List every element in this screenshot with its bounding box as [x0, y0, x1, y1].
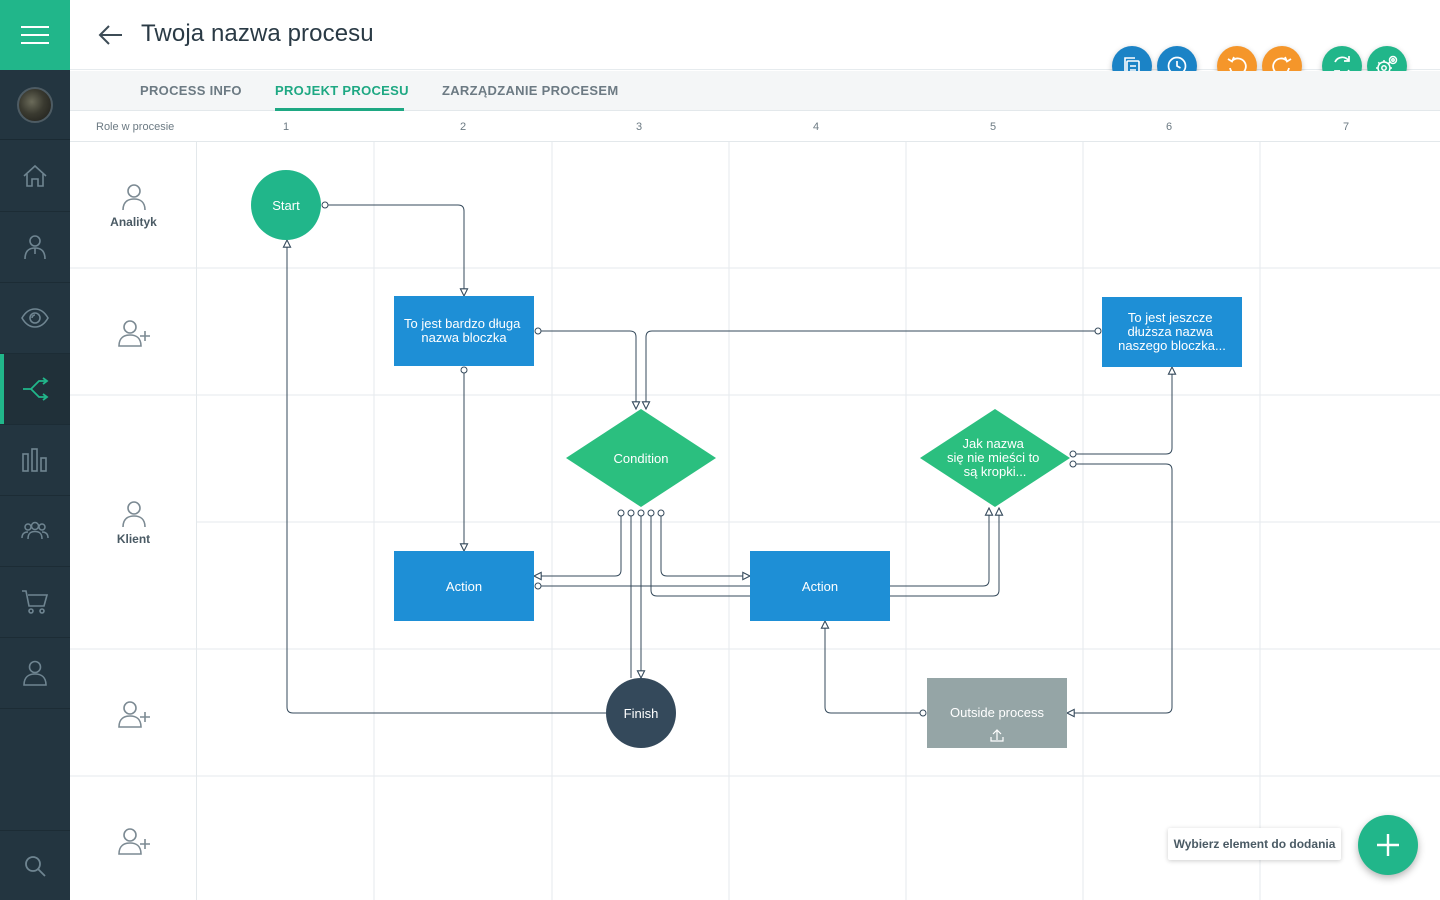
sidebar-item-team[interactable] [0, 496, 70, 567]
node-action-right-label: Action [802, 579, 838, 594]
profile-icon [23, 660, 47, 686]
roles-column-label: Role w procesie [96, 121, 175, 133]
tab-process-info[interactable]: PROCESS INFO [140, 83, 242, 98]
node-action-left-label: Action [446, 579, 482, 594]
role-klient[interactable]: Klient [70, 396, 197, 650]
role-user-icon [121, 183, 146, 210]
node-start-label: Start [272, 198, 300, 213]
add-user-icon [117, 319, 150, 347]
label-line: są kropki... [964, 464, 1027, 479]
tab-zarzadzanie-procesem[interactable]: ZARZĄDZANIE PROCESEM [442, 83, 619, 98]
node-action-right[interactable]: Action [750, 551, 890, 621]
sidebar-item-home[interactable] [0, 141, 70, 212]
eye-icon [21, 308, 49, 328]
label-line: Jak nazwa [962, 436, 1024, 451]
node-condition-2[interactable]: Jak nazwa się nie mieści to są kropki... [920, 409, 1070, 507]
column-header: Role w procesie 1 2 3 4 5 6 7 [70, 112, 1440, 142]
column-number: 2 [459, 121, 467, 133]
upload-icon [990, 729, 1004, 742]
sidebar-item-cart[interactable] [0, 567, 70, 638]
column-number: 3 [635, 121, 643, 133]
process-icon [23, 377, 49, 401]
node-outside-label: Outside process [950, 705, 1044, 720]
roles-column: Analityk Klient [70, 142, 197, 900]
add-user-icon [117, 827, 150, 855]
sidebar-item-profile[interactable] [0, 638, 70, 709]
sidebar-item-process[interactable] [0, 354, 70, 425]
add-element-tooltip: Wybierz element do dodania [1168, 828, 1341, 860]
active-tab-indicator [275, 108, 404, 111]
sidebar-item-user[interactable] [0, 212, 70, 283]
node-outside-process[interactable]: Outside process [927, 678, 1067, 748]
add-role-button[interactable] [70, 777, 197, 900]
column-number: 6 [1165, 121, 1173, 133]
sidebar-search[interactable] [0, 830, 70, 900]
menu-button[interactable] [0, 0, 70, 70]
label-line: naszego bloczka... [1118, 338, 1226, 353]
node-action-left[interactable]: Action [394, 551, 534, 621]
user-icon [24, 235, 46, 260]
add-role-button[interactable] [70, 269, 197, 396]
node-block-long-label: To jest bardzo długa nazwa bloczka [404, 316, 524, 345]
home-icon [23, 164, 47, 187]
label-line: To jest jeszcze [1128, 310, 1213, 325]
group-icon [21, 521, 49, 540]
tab-projekt-procesu[interactable]: PROJEKT PROCESU [275, 83, 409, 98]
node-block-long[interactable]: To jest bardzo długa nazwa bloczka [394, 296, 534, 366]
add-user-icon [117, 700, 150, 728]
node-condition-label: Condition [614, 451, 669, 466]
column-number: 4 [812, 121, 820, 133]
add-role-button[interactable] [70, 650, 197, 777]
avatar[interactable] [17, 86, 53, 123]
tab-bar: PROCESS INFO PROJEKT PROCESU ZARZĄDZANIE… [70, 71, 1440, 111]
node-block-longer-label: To jest jeszcze dłuższa nazwa naszego bl… [1118, 310, 1226, 353]
role-name: Klient [116, 532, 151, 546]
column-number: 5 [989, 121, 997, 133]
column-number: 7 [1342, 121, 1350, 133]
search-icon [25, 855, 46, 877]
node-block-longer[interactable]: To jest jeszcze dłuższa nazwa naszego bl… [1102, 297, 1242, 367]
sidebar [0, 0, 70, 900]
label-line: nazwa bloczka [421, 330, 507, 345]
process-grid: Analityk Klient [70, 142, 1440, 900]
node-condition-2-label: Jak nazwa się nie mieści to są kropki... [947, 436, 1043, 479]
node-finish-label: Finish [624, 706, 659, 721]
role-name: Analityk [110, 214, 157, 229]
label-line: dłuższa nazwa [1128, 324, 1214, 339]
role-user-icon [121, 501, 146, 528]
cart-icon [22, 590, 49, 614]
header: Twoja nazwa procesu [70, 0, 1440, 70]
plus-icon [1377, 834, 1399, 856]
node-condition[interactable]: Condition [566, 409, 716, 507]
add-element-button[interactable] [1358, 815, 1418, 875]
sidebar-item-view[interactable] [0, 283, 70, 354]
node-finish[interactable]: Finish [606, 678, 676, 748]
arrow-left-icon [98, 25, 122, 45]
avatar-container[interactable] [0, 70, 70, 140]
hamburger-icon [21, 26, 49, 44]
page-title: Twoja nazwa procesu [141, 20, 374, 47]
label-line: się nie mieści to [947, 450, 1039, 465]
role-analityk[interactable]: Analityk [70, 142, 197, 269]
sidebar-item-stats[interactable] [0, 425, 70, 496]
back-button[interactable] [96, 20, 126, 50]
chart-icon [22, 448, 47, 472]
node-start[interactable]: Start [251, 170, 321, 240]
column-number: 1 [282, 121, 290, 133]
label-line: To jest bardzo długa [404, 316, 521, 331]
